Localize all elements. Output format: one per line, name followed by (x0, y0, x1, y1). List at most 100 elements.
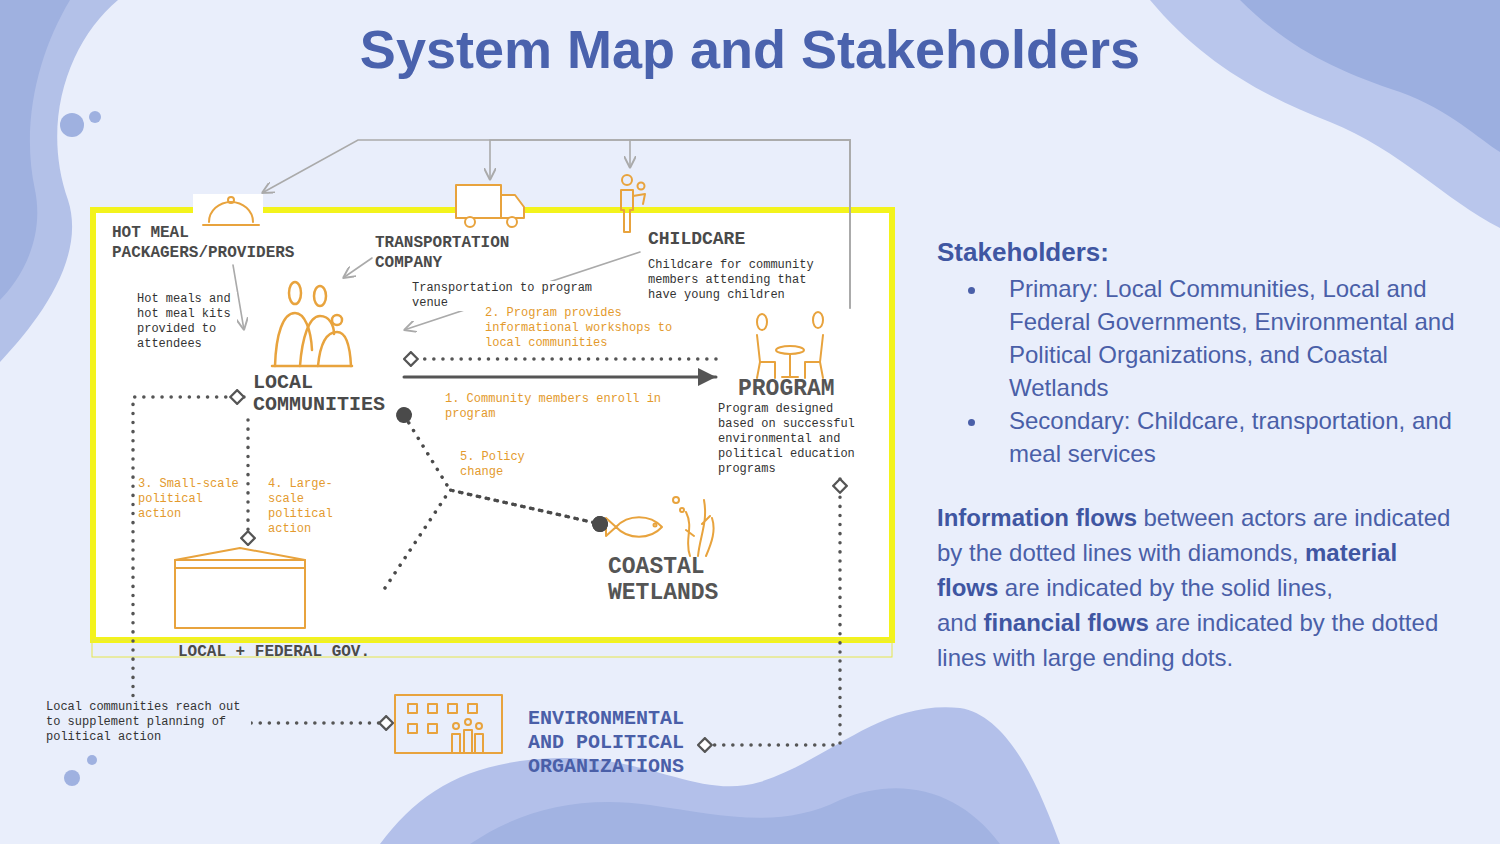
financial-flow (385, 490, 600, 588)
flow-label: Childcare for community members attendin… (648, 258, 833, 303)
person-head (314, 286, 326, 306)
node-heading: LOCAL COMMUNITIES (253, 372, 402, 416)
side-wave (0, 0, 70, 300)
window (408, 704, 417, 713)
stakeholder-panel: Stakeholders: Primary: Local Communities,… (937, 237, 1477, 675)
truck-wheel (507, 217, 517, 227)
node-description: Program designed based on successful env… (718, 402, 864, 477)
program-icon (757, 312, 823, 378)
organization-icon (395, 695, 502, 753)
information-flow (133, 397, 393, 723)
legend-term: financial flows (984, 609, 1149, 636)
flow-label: Hot meals and hot meal kits provided to … (137, 292, 237, 352)
node-heading: CHILDCARE (648, 228, 752, 250)
deco-dot (60, 113, 84, 137)
truck-body (456, 185, 501, 218)
flow-key: Information flowsbetween actors are indi… (937, 500, 1477, 675)
node-heading: PROGRAM (718, 376, 864, 402)
flow-label: Local communities reach out to supplemen… (46, 700, 251, 745)
community-icon (272, 282, 352, 366)
truck-icon (456, 185, 524, 227)
chair (805, 335, 823, 378)
window (408, 724, 417, 733)
provider-node: TRANSPORTATION COMPANY (372, 180, 522, 275)
program-node: PROGRAMProgram designed based on success… (716, 308, 866, 479)
adult-head (622, 175, 632, 185)
truck-cab (501, 195, 524, 218)
child-head (638, 183, 645, 190)
deco-dot (87, 755, 97, 765)
corner-wave (1240, 0, 1500, 152)
ground-line (272, 365, 352, 368)
ecosystem-node: COASTAL WETLANDS (600, 488, 740, 608)
organization-node: ENVIRONMENTAL AND POLITICAL ORGANIZATION… (393, 693, 698, 783)
information-flow (698, 479, 840, 745)
adult-body (621, 190, 633, 232)
fish-eye (654, 524, 657, 527)
wetland-icon (606, 497, 714, 556)
stakeholder-item: Primary: Local Communities, Local and Fe… (989, 272, 1477, 404)
panel-heading: Stakeholders: (937, 237, 1477, 268)
information-flow (246, 420, 250, 545)
window (468, 704, 477, 713)
person-body (300, 316, 334, 366)
bubble (673, 497, 679, 503)
person-body (318, 332, 351, 366)
person-head (813, 312, 823, 328)
node-heading: LOCAL + FEDERAL GOV. (178, 643, 383, 661)
node-heading: TRANSPORTATION COMPANY (375, 233, 520, 273)
window (428, 704, 437, 713)
table-top (776, 346, 804, 354)
reed (686, 500, 714, 556)
government-building (175, 548, 305, 628)
office-building (395, 695, 502, 753)
provider-node: HOT MEAL PACKAGERS/PROVIDERS (108, 193, 308, 265)
flow-label: 4. Large-scale political action (268, 477, 358, 537)
person-head (289, 282, 301, 304)
building-band (175, 567, 305, 569)
node-heading: COASTAL WETLANDS (608, 554, 738, 606)
table-leg (782, 354, 798, 377)
deco-dot (64, 770, 80, 786)
cloche-icon (193, 194, 263, 230)
community-node: LOCAL COMMUNITIES (244, 278, 404, 420)
person-body (452, 730, 483, 752)
chair (757, 335, 775, 378)
cloche-plate (203, 224, 259, 226)
material-flow (404, 376, 716, 379)
building-roof (175, 548, 305, 560)
stakeholder-item: Secondary: Childcare, transportation, an… (989, 404, 1477, 470)
person-head (476, 723, 482, 729)
window (448, 704, 457, 713)
legend-term: Information flows (937, 504, 1137, 531)
government-node: LOCAL + FEDERAL GOV. (175, 545, 385, 663)
flow-label: 3. Small-scale political action (138, 477, 242, 522)
carer-icon (621, 175, 645, 232)
bottom-wave (470, 788, 1000, 844)
icon-patch (193, 194, 263, 230)
cloche-dome (209, 202, 253, 222)
provider-node: CHILDCARE (614, 168, 754, 252)
person-head (465, 719, 471, 725)
information-flow (404, 357, 716, 361)
node-heading: HOT MEAL PACKAGERS/PROVIDERS (112, 223, 306, 263)
flow-label: 2. Program provides informational worksh… (485, 306, 695, 351)
system-frame (93, 210, 892, 640)
bubble (680, 508, 684, 512)
cloche-knob (228, 197, 234, 203)
material-flow (630, 140, 850, 308)
truck-wheel (465, 217, 475, 227)
person-head (453, 723, 459, 729)
person-body (275, 313, 312, 366)
flow-label: 1. Community members enroll in program (445, 392, 680, 422)
bottom-wave (380, 707, 1060, 844)
stakeholder-list: Primary: Local Communities, Local and Fe… (937, 272, 1477, 470)
deco-dot (89, 111, 101, 123)
person-head (757, 314, 767, 330)
building-body (175, 560, 305, 628)
node-heading: ENVIRONMENTAL AND POLITICAL ORGANIZATION… (528, 707, 696, 779)
financial-flow (404, 415, 600, 524)
page-title: System Map and Stakeholders (0, 18, 1500, 80)
fish (606, 517, 662, 537)
